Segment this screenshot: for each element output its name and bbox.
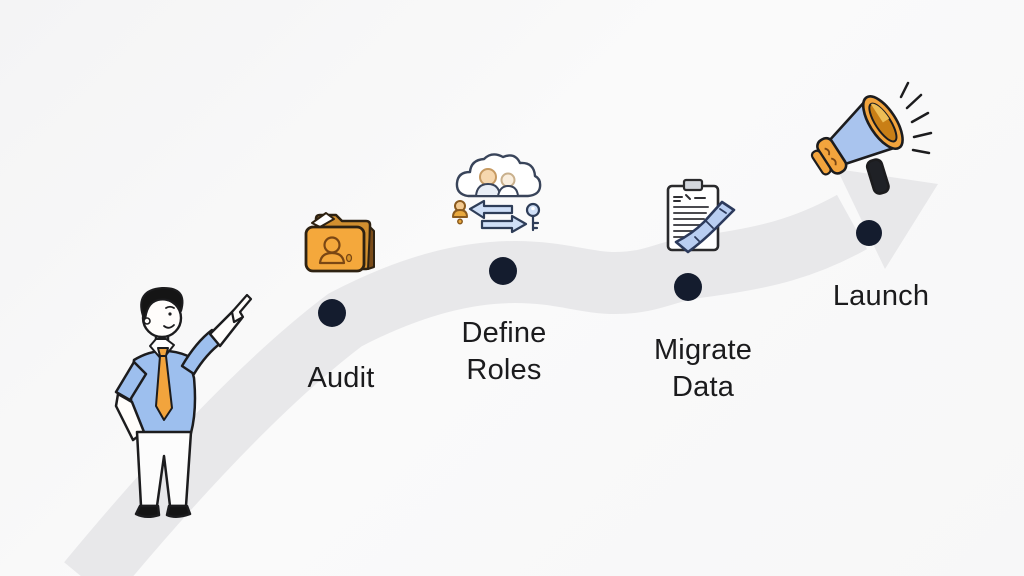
folder-user-head bbox=[323, 236, 341, 254]
small-person-base bbox=[457, 218, 463, 225]
folder-stack-edge bbox=[367, 226, 375, 270]
megaphone-band-marks bbox=[824, 147, 837, 166]
megaphone-handle bbox=[865, 158, 890, 195]
arrow-left-icon bbox=[468, 199, 514, 220]
team-member-head-icon bbox=[500, 172, 516, 188]
milestone-dot bbox=[856, 220, 882, 246]
megaphone-bell-highlight bbox=[870, 103, 890, 123]
small-person-body bbox=[452, 209, 468, 218]
clipboard-header-marks bbox=[673, 194, 706, 202]
step-label-define-roles: Define Roles bbox=[461, 317, 547, 386]
person-shoe-right bbox=[165, 504, 192, 518]
migration-ribbon bbox=[674, 200, 736, 254]
person-tie-knot bbox=[157, 347, 169, 357]
cloud-roles-exchange-icon bbox=[452, 153, 542, 234]
person-ear bbox=[143, 317, 151, 325]
megaphone-icon bbox=[810, 81, 933, 195]
clipboard-migration-icon bbox=[666, 178, 736, 254]
milestone-dot bbox=[674, 273, 702, 301]
folder-user-icon bbox=[304, 212, 375, 273]
sound-lines-icon bbox=[899, 81, 933, 155]
person-hair bbox=[140, 286, 184, 323]
arrow-right-icon bbox=[480, 214, 528, 234]
clipboard-clip bbox=[682, 178, 704, 192]
milestone-dot bbox=[489, 257, 517, 285]
step-label-audit: Audit bbox=[307, 362, 375, 394]
person-pointing-hand bbox=[230, 293, 253, 324]
arrow-head bbox=[837, 169, 938, 269]
person-tie bbox=[155, 355, 173, 421]
cloud-icon bbox=[455, 153, 542, 198]
milestone-dot bbox=[318, 299, 346, 327]
person-shoe-left bbox=[134, 504, 161, 518]
key-hole bbox=[531, 206, 535, 211]
person-smile bbox=[163, 324, 175, 329]
person-eye bbox=[168, 312, 172, 316]
team-member-body-icon bbox=[474, 182, 502, 197]
ribbon-marks bbox=[694, 208, 727, 242]
person-brow bbox=[165, 305, 175, 309]
clipboard-text-lines bbox=[673, 206, 709, 238]
step-label-launch: Launch bbox=[832, 280, 930, 312]
step-label-migrate-data: Migrate Data bbox=[653, 334, 753, 403]
folder-dot bbox=[345, 253, 353, 263]
person-pants bbox=[135, 430, 193, 508]
team-member-body-icon bbox=[496, 184, 520, 197]
megaphone-grip bbox=[810, 149, 832, 176]
team-member-head-icon bbox=[479, 168, 497, 186]
folder-user-body bbox=[318, 251, 346, 265]
man-pointing-illustration bbox=[114, 286, 253, 518]
key-teeth bbox=[531, 221, 540, 230]
